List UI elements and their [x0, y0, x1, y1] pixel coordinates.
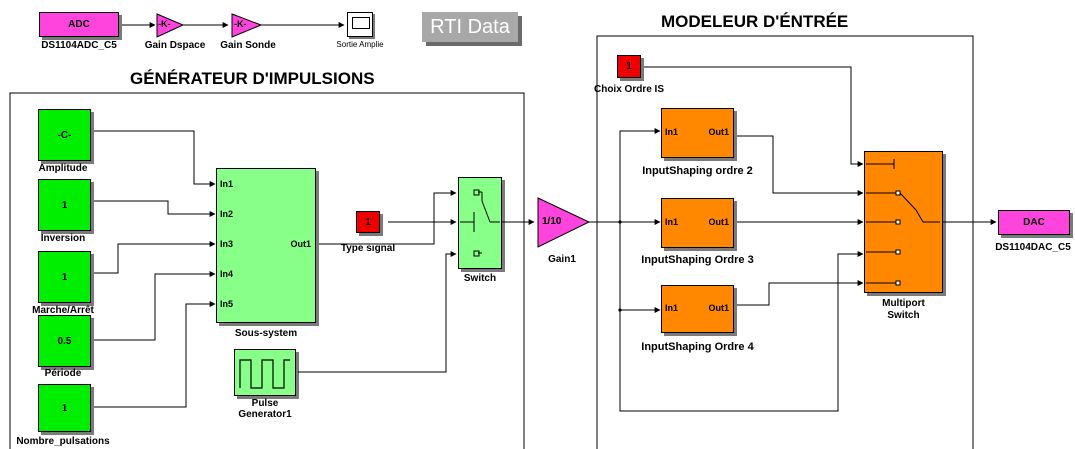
scope-label: Sortie Amplie — [336, 40, 384, 49]
type-signal-value: 1 — [365, 216, 371, 228]
constant-amplitude[interactable]: -C- — [38, 109, 91, 161]
port-in2: In2 — [220, 209, 234, 219]
generator-wires — [91, 130, 535, 408]
generator-title: GÉNÉRATEUR D'IMPULSIONS — [130, 69, 375, 88]
inputshaping-ordre4-label: InputShaping Ordre 4 — [641, 341, 754, 353]
multiport-label-line2: Switch — [887, 310, 920, 321]
gain-sonde-block[interactable] — [231, 13, 263, 38]
pulse-label-line1: Pulse — [251, 398, 279, 409]
junction-dot — [618, 220, 622, 224]
inputshaping-ordre3-label: InputShaping Ordre 3 — [641, 254, 754, 266]
sous-system-label: Sous-system — [234, 328, 298, 339]
gain-sonde-label: Gain Sonde — [220, 40, 276, 51]
rti-data-text: RTI Data — [430, 16, 510, 38]
adc-label: DS1104ADC_C5 — [41, 40, 117, 51]
junction-dot — [618, 308, 622, 312]
port-in1: In1 — [665, 127, 679, 137]
port-in1: In1 — [665, 303, 679, 313]
gain-dspace-label: Gain Dspace — [144, 40, 206, 51]
constant-value: 0.5 — [57, 335, 72, 347]
constant-value: -C- — [57, 129, 72, 141]
inputshaping-ordre3-block[interactable]: In1 Out1 — [661, 198, 734, 248]
port-in1: In1 — [220, 179, 234, 189]
rti-data-block[interactable]: RTI Data — [422, 12, 518, 42]
port-out1: Out1 — [708, 127, 729, 137]
gain-sonde-value: -K- — [234, 19, 247, 29]
modeleur-frame — [596, 35, 974, 449]
port-out1: Out1 — [290, 239, 311, 249]
constant-label: Amplitude — [38, 163, 88, 174]
gain1-value: 1/10 — [542, 216, 562, 227]
inputshaping-ordre2-block[interactable]: In1 Out1 — [661, 108, 734, 158]
constant-marche-arret[interactable]: 1 — [38, 251, 91, 303]
inputshaping-ordre2-label: InputShaping ordre 2 — [642, 165, 753, 177]
pulse-label-line2: Generator1 — [238, 409, 292, 420]
type-signal-block[interactable]: 1 — [356, 211, 380, 233]
inputshaping-ordre4-block[interactable]: In1 Out1 — [661, 285, 734, 333]
dac-block-text: DAC — [1023, 217, 1045, 228]
port-in5: In5 — [220, 299, 234, 309]
scope-block[interactable] — [347, 12, 373, 37]
port-out1: Out1 — [708, 217, 729, 227]
port-in4: In4 — [220, 269, 234, 279]
modeleur-title: MODELEUR D'ÉNTRÉE — [661, 12, 849, 31]
port-in3: In3 — [220, 239, 234, 249]
constant-nombre-pulsations[interactable]: 1 — [38, 384, 91, 432]
gain-dspace-block[interactable] — [156, 13, 185, 38]
choix-ordre-value: 1 — [626, 61, 632, 72]
port-in1: In1 — [665, 217, 679, 227]
constant-inversion[interactable]: 1 — [38, 179, 91, 231]
generator-frame — [9, 92, 525, 449]
multiport-switch-symbol — [866, 159, 940, 286]
choix-ordre-label: Choix Ordre IS — [593, 84, 664, 95]
constant-periode[interactable]: 0.5 — [38, 315, 91, 367]
dac-block[interactable]: DAC — [998, 210, 1070, 235]
modeleur-wires — [589, 66, 997, 412]
constant-label: Nombre_pulsations — [16, 436, 110, 447]
dac-label: DS1104DAC_C5 — [995, 242, 1071, 253]
scope-screen-icon — [352, 17, 370, 29]
gain1-label: Gain1 — [548, 254, 576, 265]
gain-dspace-value: -K- — [158, 19, 171, 29]
adc-block[interactable]: ADC — [39, 12, 119, 37]
constant-value: 1 — [61, 271, 68, 283]
choix-ordre-block[interactable]: 1 — [617, 55, 641, 78]
switch-label: Switch — [463, 273, 497, 284]
constant-label: Inversion — [40, 233, 86, 244]
type-signal-label: Type signal — [340, 243, 396, 254]
pulse-waveform-icon — [239, 359, 290, 389]
port-out1: Out1 — [708, 303, 729, 313]
constant-label: Marche/Arrêt — [32, 305, 94, 316]
constant-value: 1 — [61, 199, 68, 211]
gain1-block[interactable] — [537, 197, 591, 248]
constant-label: Période — [44, 368, 82, 379]
adc-block-text: ADC — [68, 19, 90, 30]
constant-value: 1 — [61, 402, 68, 414]
multiport-label-line1: Multiport — [882, 298, 925, 309]
sous-system-block[interactable]: In1 In2 In3 In4 In5 Out1 — [216, 168, 316, 323]
switch-symbol — [460, 189, 500, 257]
